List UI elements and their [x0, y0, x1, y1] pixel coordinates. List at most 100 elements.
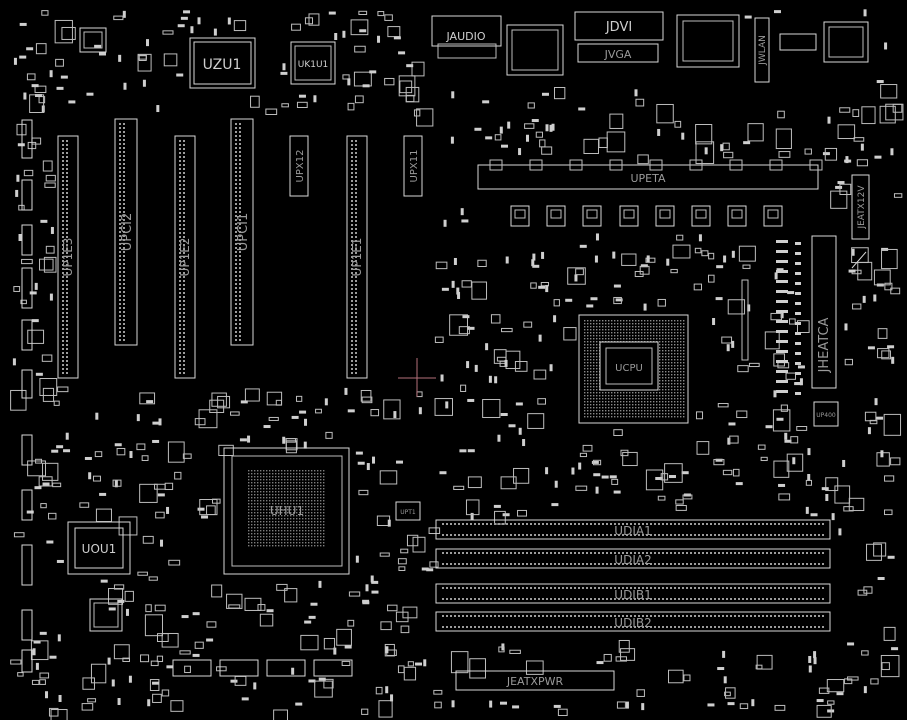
- chip-ball: [302, 518, 304, 520]
- connector-jvga[interactable]: JVGA: [577, 43, 659, 63]
- small-ic: [144, 614, 163, 637]
- cpu-pin: [677, 377, 679, 379]
- chip-ball: [299, 545, 301, 547]
- passive-pad: [776, 300, 788, 303]
- chip-ball: [323, 524, 325, 526]
- connector-jaudio[interactable]: JAUDIO: [431, 15, 502, 59]
- chip-ball: [317, 521, 319, 523]
- chip-ball: [317, 485, 319, 487]
- slot-pin: [123, 303, 125, 305]
- passive-outline: [575, 485, 588, 491]
- cpu-socket[interactable]: UCPU: [578, 314, 689, 424]
- chip-ball: [251, 488, 253, 490]
- chip-ball: [287, 479, 289, 481]
- passive-pad: [158, 418, 162, 426]
- chip-ball: [323, 494, 325, 496]
- cpu-pin: [593, 401, 595, 403]
- chip-ball: [320, 482, 322, 484]
- chip-ball: [266, 542, 268, 544]
- connector-lan-usb[interactable]: [506, 24, 564, 76]
- cpu-pin: [587, 341, 589, 343]
- ic-up400[interactable]: UP400: [813, 401, 839, 427]
- slot-pin: [123, 231, 125, 233]
- cpu-pin: [617, 407, 619, 409]
- passive-pad: [117, 599, 125, 603]
- slot-pin: [351, 196, 353, 198]
- cpu-pin: [683, 374, 685, 376]
- passive-pad: [451, 280, 455, 288]
- passive-outline: [45, 174, 56, 182]
- connector-jwlan[interactable]: JWLAN: [754, 17, 770, 83]
- chip-ball: [305, 533, 307, 535]
- ic-upt1[interactable]: UPT1: [395, 501, 421, 521]
- cpu-pin: [671, 323, 673, 325]
- ic-uou1[interactable]: UOU1: [67, 521, 131, 575]
- slot-pin: [351, 260, 353, 262]
- chip-ball: [251, 485, 253, 487]
- cpu-pin: [587, 407, 589, 409]
- dimm-pin: [554, 552, 556, 554]
- slot-pin: [179, 348, 181, 350]
- passive-outline: [150, 660, 159, 667]
- slot-upci1[interactable]: UPCI1: [230, 118, 254, 346]
- slot-upci2[interactable]: UPCI2: [114, 118, 138, 346]
- slot-pin: [183, 328, 185, 330]
- header-jheatca[interactable]: JHEATCA: [811, 235, 837, 389]
- cpu-pin: [626, 326, 628, 328]
- dimm-pin: [486, 523, 488, 525]
- passive-pad: [884, 42, 888, 50]
- chip-ball: [266, 512, 268, 514]
- ic-uzu1[interactable]: UZU1: [189, 37, 256, 89]
- dimm-pin: [518, 534, 520, 536]
- chip-ball: [278, 545, 280, 547]
- connector-jeatx12v[interactable]: JEATX12V: [851, 174, 870, 240]
- slot-upx11[interactable]: UPX11: [403, 135, 423, 197]
- chipset-uhu1[interactable]: UHU1: [223, 447, 350, 575]
- cpu-pin: [590, 365, 592, 367]
- connector-jdvi[interactable]: JDVI: [574, 11, 664, 41]
- mosfet: [655, 205, 675, 227]
- slot-pin: [183, 164, 185, 166]
- slot-pin: [351, 256, 353, 258]
- slot-upx12[interactable]: UPX12: [289, 135, 309, 197]
- passive-pad: [34, 486, 42, 490]
- connector-top-right[interactable]: [823, 21, 869, 63]
- slot-pin: [235, 175, 237, 177]
- cpu-pin: [584, 356, 586, 358]
- slot-pin: [179, 308, 181, 310]
- connector-usb-stack[interactable]: [676, 14, 740, 68]
- ic-bottom-left[interactable]: [89, 598, 123, 632]
- passive-outline: [379, 552, 390, 557]
- slot-pin: [179, 176, 181, 178]
- dimm-pin: [562, 587, 564, 589]
- cpu-pin: [584, 380, 586, 382]
- slot-pin: [239, 183, 241, 185]
- passive-outline: [501, 327, 513, 333]
- dimm-udib2[interactable]: UDIB2: [435, 611, 831, 632]
- cpu-pin: [650, 395, 652, 397]
- dimm-udib1[interactable]: UDIB1: [435, 583, 831, 604]
- connector-jeatxpwr[interactable]: JEATXPWR: [455, 670, 615, 691]
- cpu-pin: [605, 332, 607, 334]
- dimm-pin: [702, 563, 704, 565]
- slot-pin: [239, 335, 241, 337]
- cpu-pin: [671, 362, 673, 364]
- connector-small-top-right[interactable]: [779, 33, 817, 51]
- chip-ball: [302, 545, 304, 547]
- cpu-pin: [665, 335, 667, 337]
- chip-ball: [308, 494, 310, 496]
- passive-outline: [179, 650, 191, 655]
- cpu-pin: [605, 398, 607, 400]
- chip-ball: [248, 491, 250, 493]
- dimm-udia1[interactable]: UDIA1: [435, 519, 831, 540]
- dimm-pin: [586, 587, 588, 589]
- cpu-pin: [596, 362, 598, 364]
- chip-ball: [311, 536, 313, 538]
- dimm-pin: [798, 626, 800, 628]
- dimm-pin: [654, 598, 656, 600]
- cpu-pin: [650, 410, 652, 412]
- dimm-udia2[interactable]: UDIA2: [435, 548, 831, 569]
- cpu-pin: [584, 326, 586, 328]
- ic-uk1u1[interactable]: UK1U1: [290, 41, 336, 85]
- chip-ball: [284, 524, 286, 526]
